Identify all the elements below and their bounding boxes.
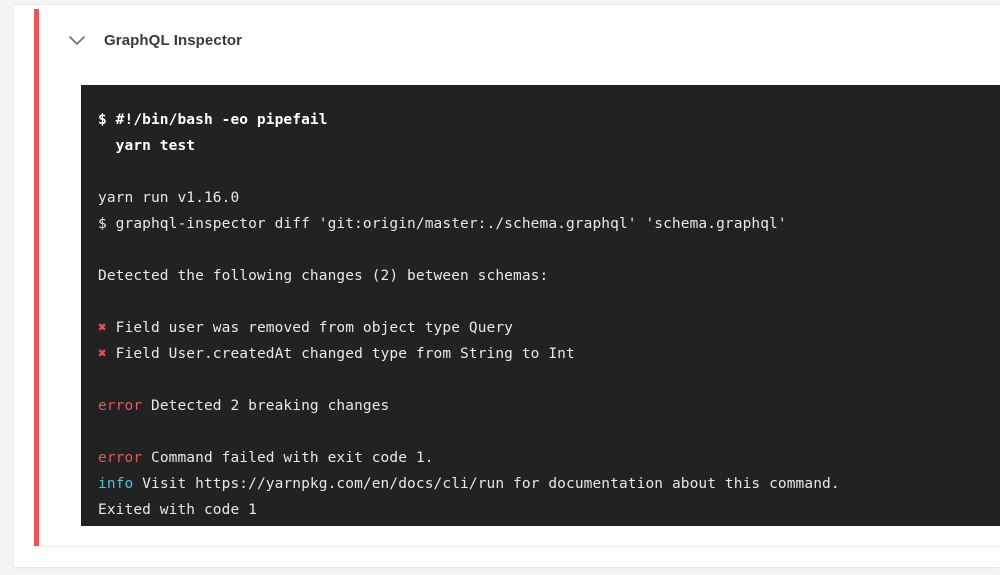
terminal-line [98,289,1000,315]
error-label: error [98,450,143,466]
terminal-line: info Visit https://yarnpkg.com/en/docs/c… [98,476,840,492]
chevron-down-icon[interactable] [65,28,89,52]
job-divider [34,546,1000,547]
terminal-line: $ #!/bin/bash -eo pipefail [98,112,328,128]
terminal-log[interactable]: $ #!/bin/bash -eo pipefail yarn test yar… [81,85,1000,526]
terminal-line: Exited with code 1 [98,502,257,518]
error-label: error [98,398,143,414]
card-footer-area [34,547,1000,567]
terminal-lines: $ #!/bin/bash -eo pipefail yarn test yar… [81,85,1000,523]
failure-marker-icon: ✖ [98,320,107,336]
terminal-line: error Command failed with exit code 1. [98,450,434,466]
terminal-line [98,159,1000,185]
terminal-line: ✖ Field User.createdAt changed type from… [98,346,575,362]
job-header-toggle[interactable]: GraphQL Inspector [34,5,1000,75]
terminal-line: error Detected 2 breaking changes [98,398,390,414]
terminal-line: ✖ Field user was removed from object typ… [98,320,514,336]
terminal-line [98,419,1000,445]
terminal-line [98,237,1000,263]
job-card: GraphQL Inspector $ #!/bin/bash -eo pipe… [14,4,1000,567]
failure-marker-icon: ✖ [98,346,107,362]
job-title: GraphQL Inspector [104,31,243,49]
terminal-line: yarn test [98,138,196,154]
terminal-line: yarn run v1.16.0 [98,190,240,206]
terminal-line [98,367,1000,393]
terminal-line: Detected the following changes (2) betwe… [98,268,549,284]
terminal-line: $ graphql-inspector diff 'git:origin/mas… [98,216,787,232]
info-label: info [98,476,134,492]
job-status-bar [34,9,39,546]
